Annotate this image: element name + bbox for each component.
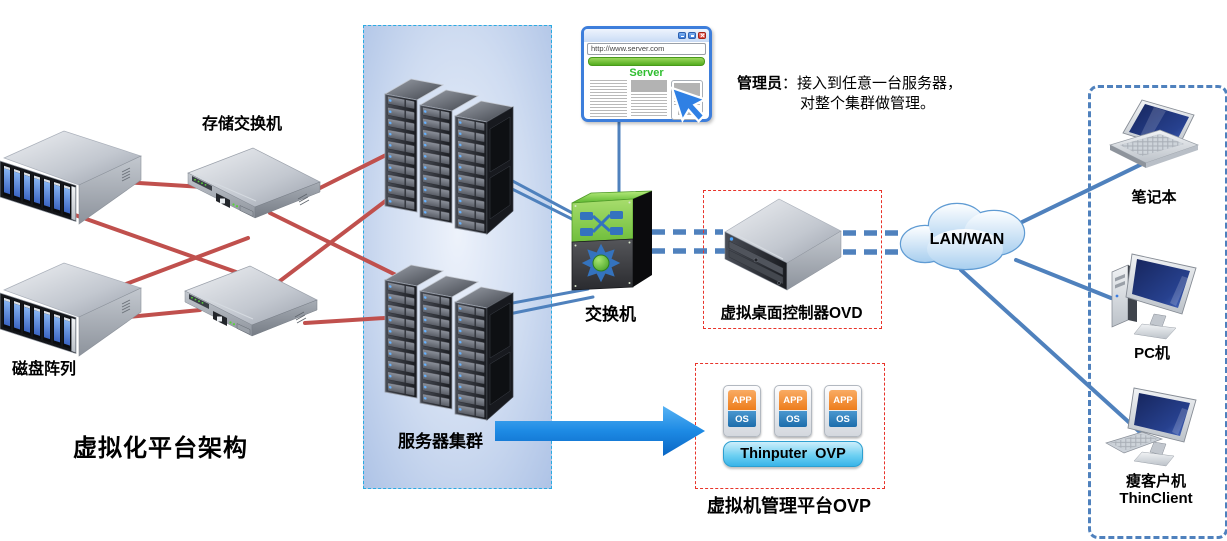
vm-card: APP OS bbox=[824, 385, 862, 437]
diagram-title: 虚拟化平台架构 bbox=[73, 435, 248, 462]
text-block bbox=[630, 94, 667, 118]
label-thin-client-en: ThinClient bbox=[1119, 490, 1193, 507]
core-switch-icon bbox=[570, 187, 662, 299]
label-laptop: 笔记本 bbox=[1131, 189, 1177, 206]
minimize-icon[interactable] bbox=[678, 32, 686, 39]
thinputer-ovp-button[interactable]: Thinputer OVP bbox=[723, 441, 863, 467]
pc-icon bbox=[1111, 253, 1197, 340]
label-ovp: 虚拟机管理平台OVP bbox=[706, 496, 871, 516]
deploy-arrow-icon bbox=[495, 406, 705, 456]
label-pc: PC机 bbox=[1134, 345, 1170, 362]
page-banner bbox=[588, 57, 705, 66]
admin-note-line1: 管理员：接入到任意一台服务器， bbox=[737, 74, 982, 94]
admin-note-lead: 管理员 bbox=[737, 75, 783, 92]
label-cloud: LAN/WAN bbox=[929, 231, 1005, 248]
admin-note-line2: 对整个集群做管理。 bbox=[800, 95, 936, 112]
admin-note: 管理员：接入到任意一台服务器， 对整个集群做管理。 bbox=[737, 74, 982, 114]
label-disk-array: 磁盘阵列 bbox=[12, 361, 77, 378]
storage-switch-1-icon bbox=[187, 147, 321, 219]
vm-card: APP OS bbox=[774, 385, 812, 437]
browser-titlebar bbox=[584, 29, 709, 42]
page-title: Server bbox=[629, 67, 664, 79]
client-zone bbox=[1088, 85, 1227, 539]
app-badge: APP bbox=[728, 390, 756, 410]
text-image-column bbox=[630, 80, 667, 120]
label-switch: 交换机 bbox=[585, 305, 636, 324]
vm-card: APP OS bbox=[723, 385, 761, 437]
thin-client-icon bbox=[1105, 387, 1197, 467]
label-thin-client: 瘦客户机 ThinClient bbox=[1106, 473, 1206, 507]
storage-switch-2-icon bbox=[184, 265, 318, 337]
dashed-links-blue bbox=[652, 229, 902, 255]
server-rack-group-1-icon bbox=[381, 72, 531, 247]
label-server-cluster: 服务器集群 bbox=[398, 432, 483, 451]
address-bar[interactable]: http://www.server.com bbox=[587, 43, 706, 55]
os-badge: OS bbox=[779, 411, 807, 427]
disk-array-2-icon bbox=[0, 262, 142, 357]
cursor-arrow-icon bbox=[670, 86, 708, 124]
network-links-blue bbox=[500, 120, 1148, 437]
disk-array-1-icon bbox=[0, 130, 142, 225]
image-placeholder bbox=[630, 80, 667, 92]
label-ovd: 虚拟桌面控制器OVD bbox=[720, 305, 863, 322]
app-badge: APP bbox=[779, 390, 807, 410]
admin-note-rest: ：接入到任意一台服务器， bbox=[782, 75, 963, 92]
label-storage-switch: 存储交换机 bbox=[202, 116, 283, 133]
maximize-icon[interactable] bbox=[688, 32, 696, 39]
label-thin-client-cn: 瘦客户机 bbox=[1125, 473, 1186, 490]
laptop-icon bbox=[1109, 99, 1199, 169]
close-icon[interactable] bbox=[698, 32, 706, 39]
os-badge: OS bbox=[728, 411, 756, 427]
os-badge: OS bbox=[829, 411, 857, 427]
app-badge: APP bbox=[829, 390, 857, 410]
text-column bbox=[590, 80, 627, 118]
ovd-controller-icon bbox=[724, 198, 842, 291]
ovd-frame bbox=[703, 190, 882, 329]
